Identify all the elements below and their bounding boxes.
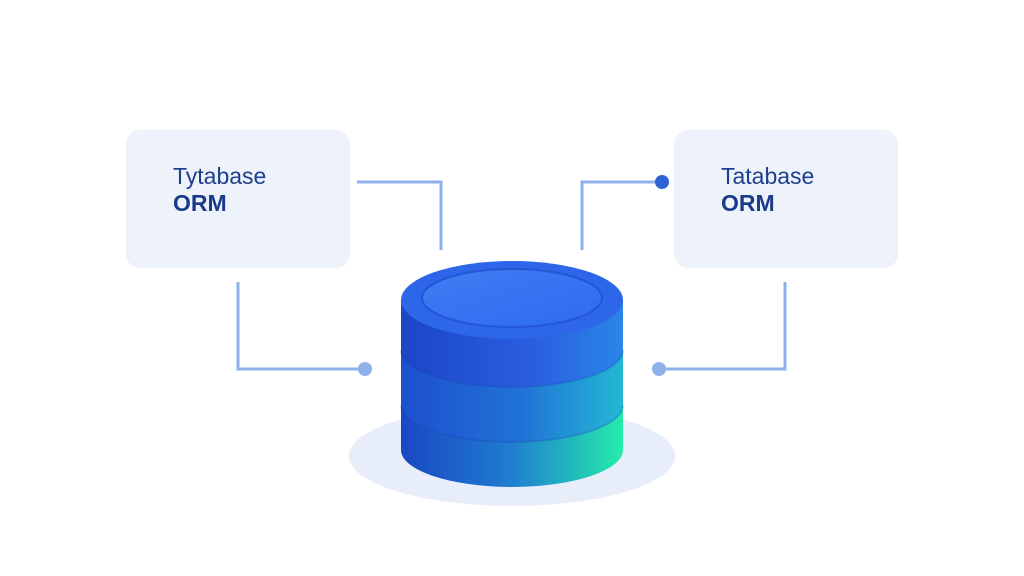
card-tatabase-orm: Tatabase ORM bbox=[674, 130, 898, 268]
card-tytabase-orm: Tytabase ORM bbox=[126, 130, 350, 268]
connector-dot-left bbox=[358, 362, 372, 376]
database-cylinder-icon bbox=[400, 261, 624, 487]
card-right-text: Tatabase ORM bbox=[721, 163, 814, 217]
connector-left-top bbox=[357, 180, 443, 250]
connector-dot-right-top bbox=[655, 175, 669, 189]
card-left-text: Tytabase ORM bbox=[173, 163, 266, 217]
connector-right-top bbox=[580, 180, 662, 250]
card-right-subtitle: ORM bbox=[721, 190, 775, 216]
card-right-title: Tatabase bbox=[721, 163, 815, 189]
connector-dot-right-bottom bbox=[652, 362, 666, 376]
connector-left-bottom bbox=[236, 282, 364, 371]
card-left-title: Tytabase bbox=[173, 163, 267, 189]
connector-right-bottom bbox=[659, 282, 787, 371]
card-left-subtitle: ORM bbox=[173, 190, 227, 216]
